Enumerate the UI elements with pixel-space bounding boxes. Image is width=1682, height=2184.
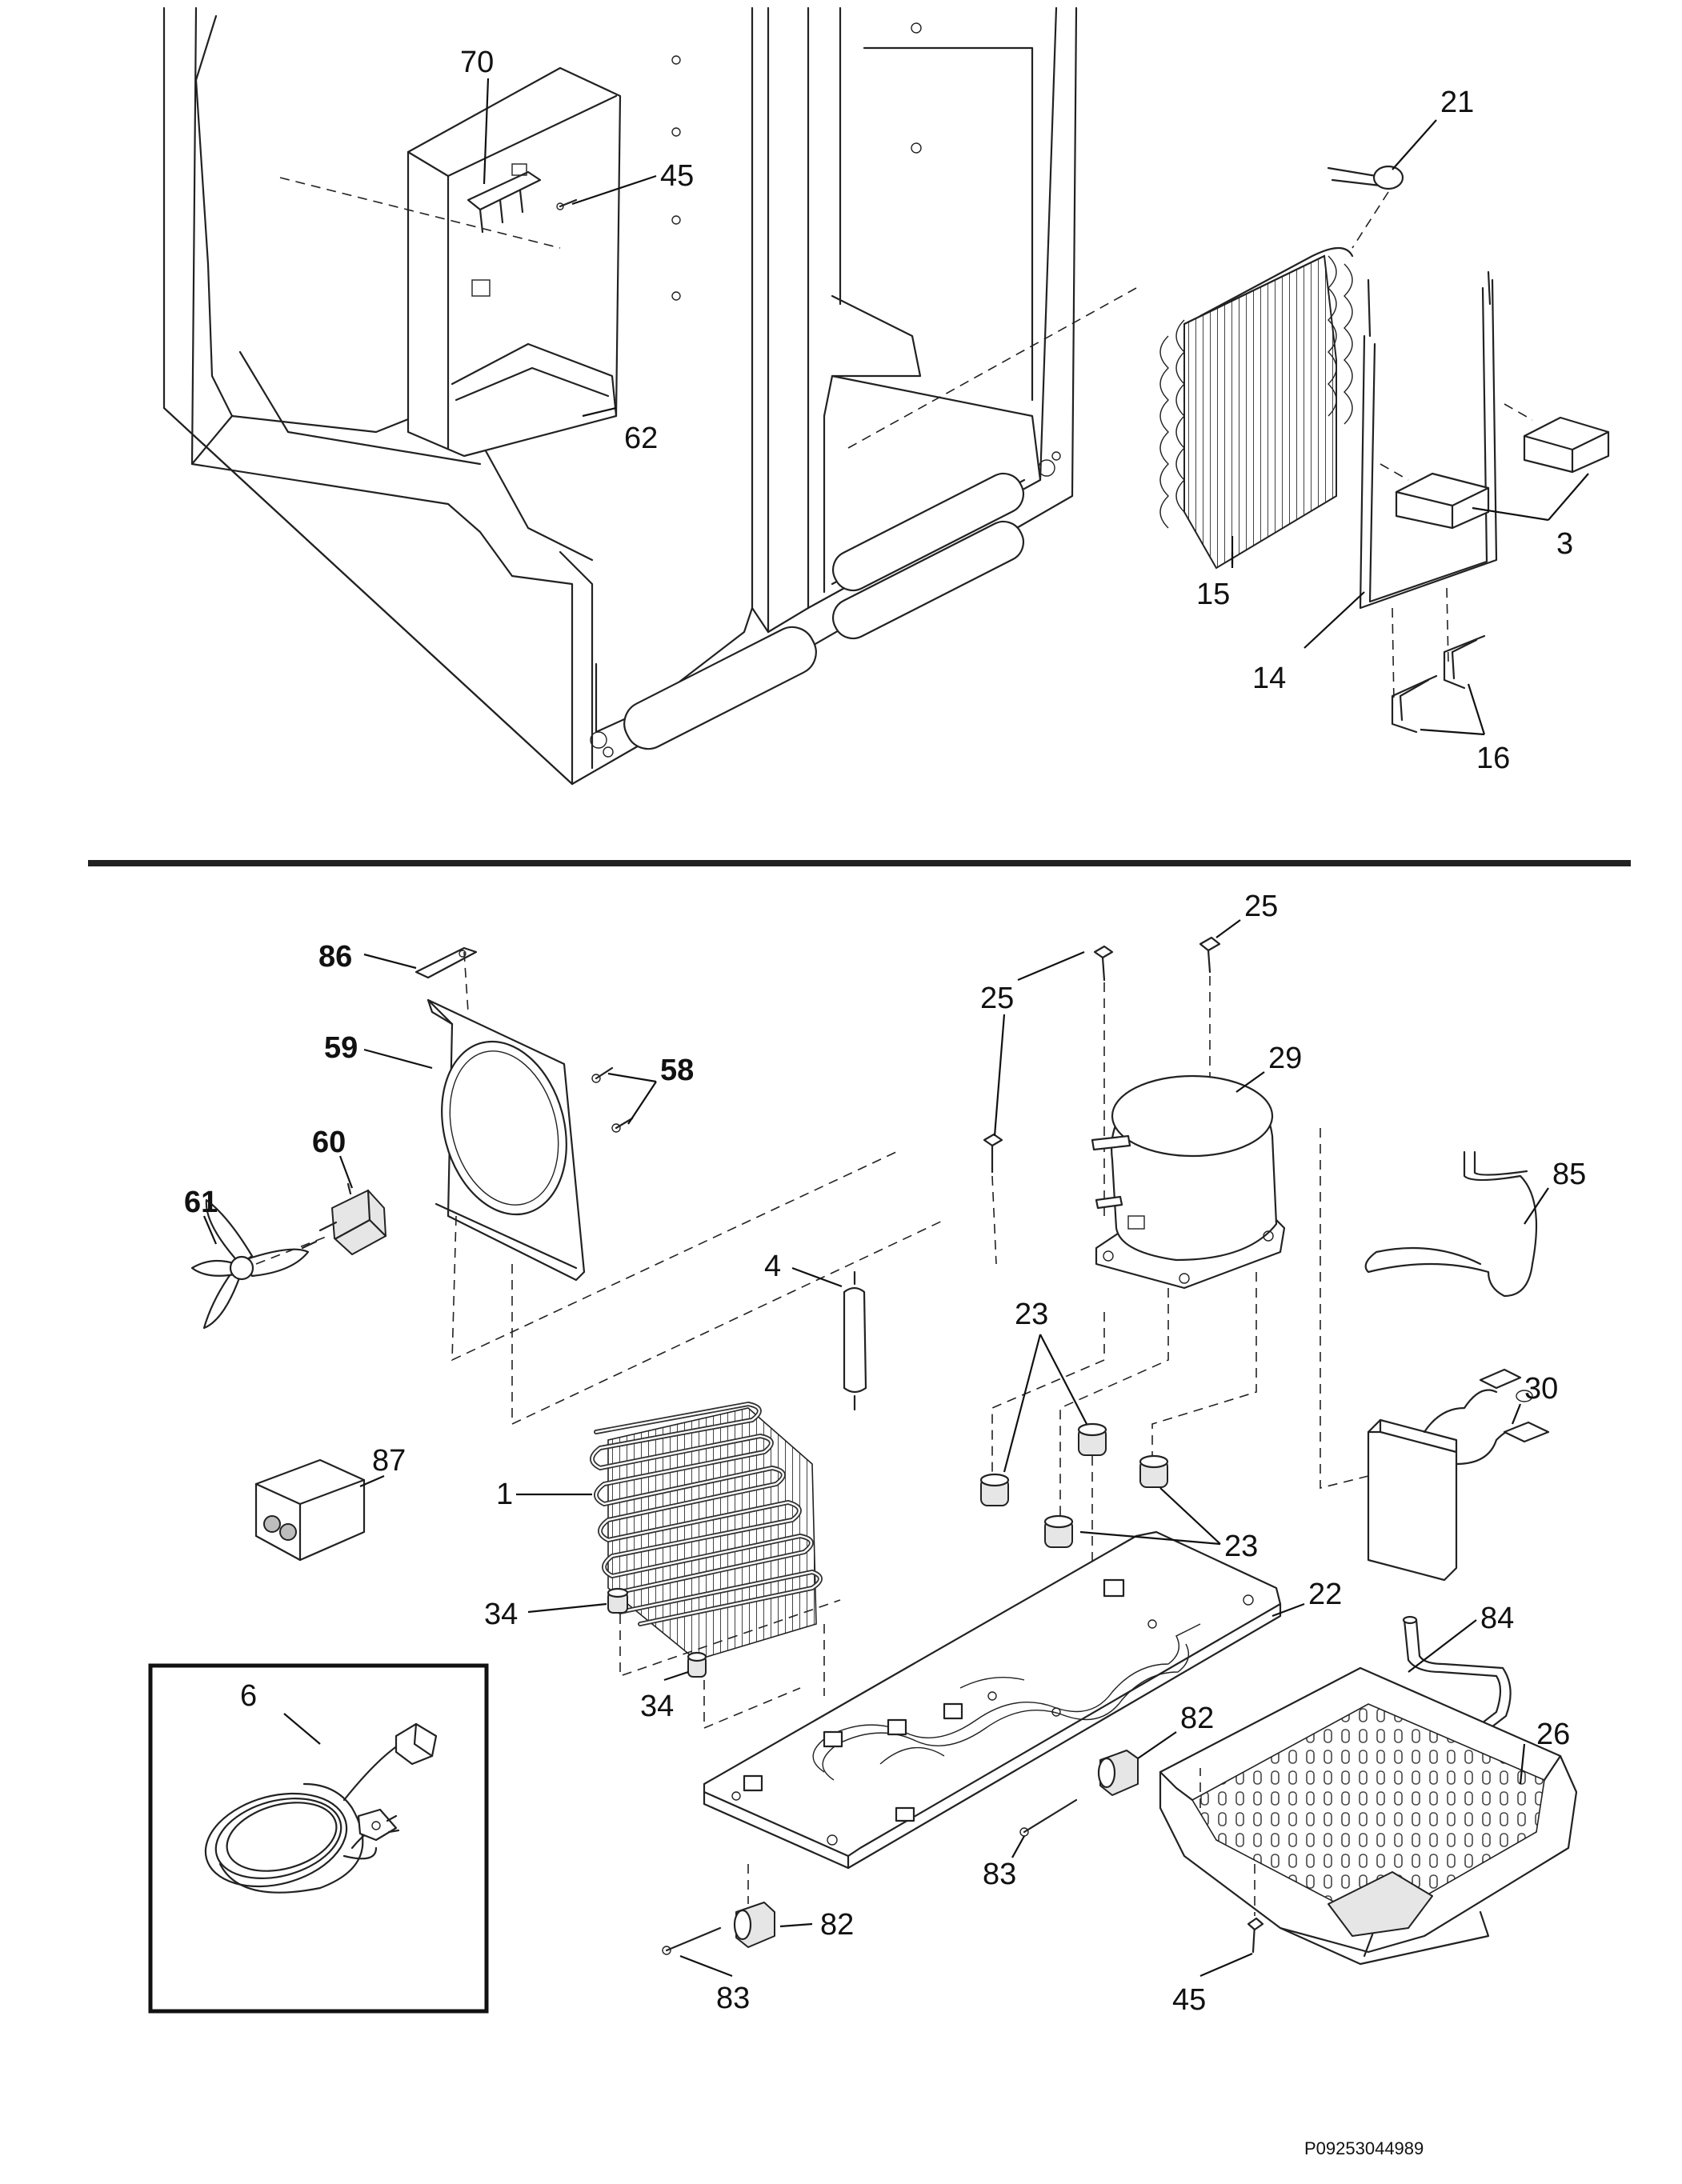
thermostat-part-21	[1327, 165, 1404, 249]
fan-motor-part-60	[301, 1182, 387, 1255]
terminal-box-part-87	[254, 1458, 366, 1562]
foot-part-82	[733, 1750, 1139, 1948]
callout-15: 15	[1196, 578, 1230, 611]
screw-part-58	[591, 1066, 634, 1133]
callout-86: 86	[318, 940, 352, 974]
power-cord-inset	[148, 1663, 489, 2014]
screw-part-45-top	[556, 198, 578, 210]
callout-82-left: 82	[820, 1908, 854, 1942]
bracket-part-70	[467, 163, 542, 234]
callout-45-bottom: 45	[1172, 1983, 1206, 2017]
callout-1: 1	[496, 1478, 513, 1511]
callout-34-left: 34	[484, 1598, 518, 1631]
callout-87: 87	[372, 1444, 406, 1478]
callout-83-right: 83	[983, 1858, 1016, 1891]
callout-30: 30	[1524, 1372, 1558, 1406]
section-divider	[88, 860, 1631, 866]
callout-45: 45	[660, 159, 694, 193]
callout-85: 85	[1552, 1158, 1586, 1191]
callout-3: 3	[1556, 527, 1573, 561]
callout-59: 59	[324, 1031, 358, 1065]
callout-6: 6	[240, 1679, 257, 1713]
callout-29: 29	[1268, 1042, 1302, 1075]
callout-60: 60	[312, 1126, 346, 1159]
bushing-part-34	[607, 1587, 841, 1730]
callout-14: 14	[1252, 662, 1286, 695]
callout-4: 4	[764, 1250, 781, 1283]
condenser-coil-part-1	[590, 1401, 823, 1661]
callout-83-left: 83	[716, 1982, 750, 2015]
callout-58: 58	[660, 1054, 694, 1087]
callout-25-right: 25	[1244, 890, 1278, 923]
callout-labels: 70 45 62 21 15 3 14 16 86 59 58 60 61 25…	[184, 46, 1586, 2158]
pad-part-3	[1380, 403, 1610, 530]
bracket-part-86	[414, 946, 478, 979]
callout-84: 84	[1480, 1602, 1514, 1635]
drain-pan-part-26	[1159, 1666, 1578, 1966]
base-plate-part-22	[703, 1530, 1282, 1870]
callout-61: 61	[184, 1186, 218, 1219]
reference-code: P09253044989	[1304, 2138, 1424, 2158]
callout-23-bottom: 23	[1224, 1530, 1258, 1563]
grommet-part-23	[979, 1272, 1257, 1648]
callout-70: 70	[460, 46, 494, 79]
tube-part-85	[1364, 1150, 1538, 1298]
fan-shroud-part-59	[427, 951, 945, 1426]
drier-part-4	[843, 1270, 867, 1411]
callout-22: 22	[1308, 1578, 1342, 1611]
callout-21: 21	[1440, 86, 1474, 119]
screw-part-45-bottom	[1247, 1864, 1264, 1954]
relay-part-30	[1320, 1128, 1550, 1582]
fan-blade-part-61	[190, 1198, 329, 1330]
callout-25-left: 25	[980, 982, 1014, 1015]
screw-part-83	[662, 1798, 1078, 1955]
callout-26: 26	[1536, 1718, 1570, 1751]
callout-62: 62	[624, 422, 658, 455]
condenser-coil-part-15	[1159, 246, 1354, 570]
ice-duct-housing	[279, 66, 1137, 458]
callout-23-top: 23	[1015, 1298, 1048, 1331]
callout-34-right: 34	[640, 1690, 674, 1723]
refrigerator-cabinet	[162, 6, 1078, 786]
clip-part-16	[1391, 587, 1486, 734]
callout-82-right: 82	[1180, 1702, 1214, 1735]
tube-part-14	[1359, 270, 1498, 610]
leader-lines	[202, 78, 1589, 1978]
callout-16: 16	[1476, 742, 1510, 775]
compressor-part-29	[1091, 1074, 1286, 1290]
